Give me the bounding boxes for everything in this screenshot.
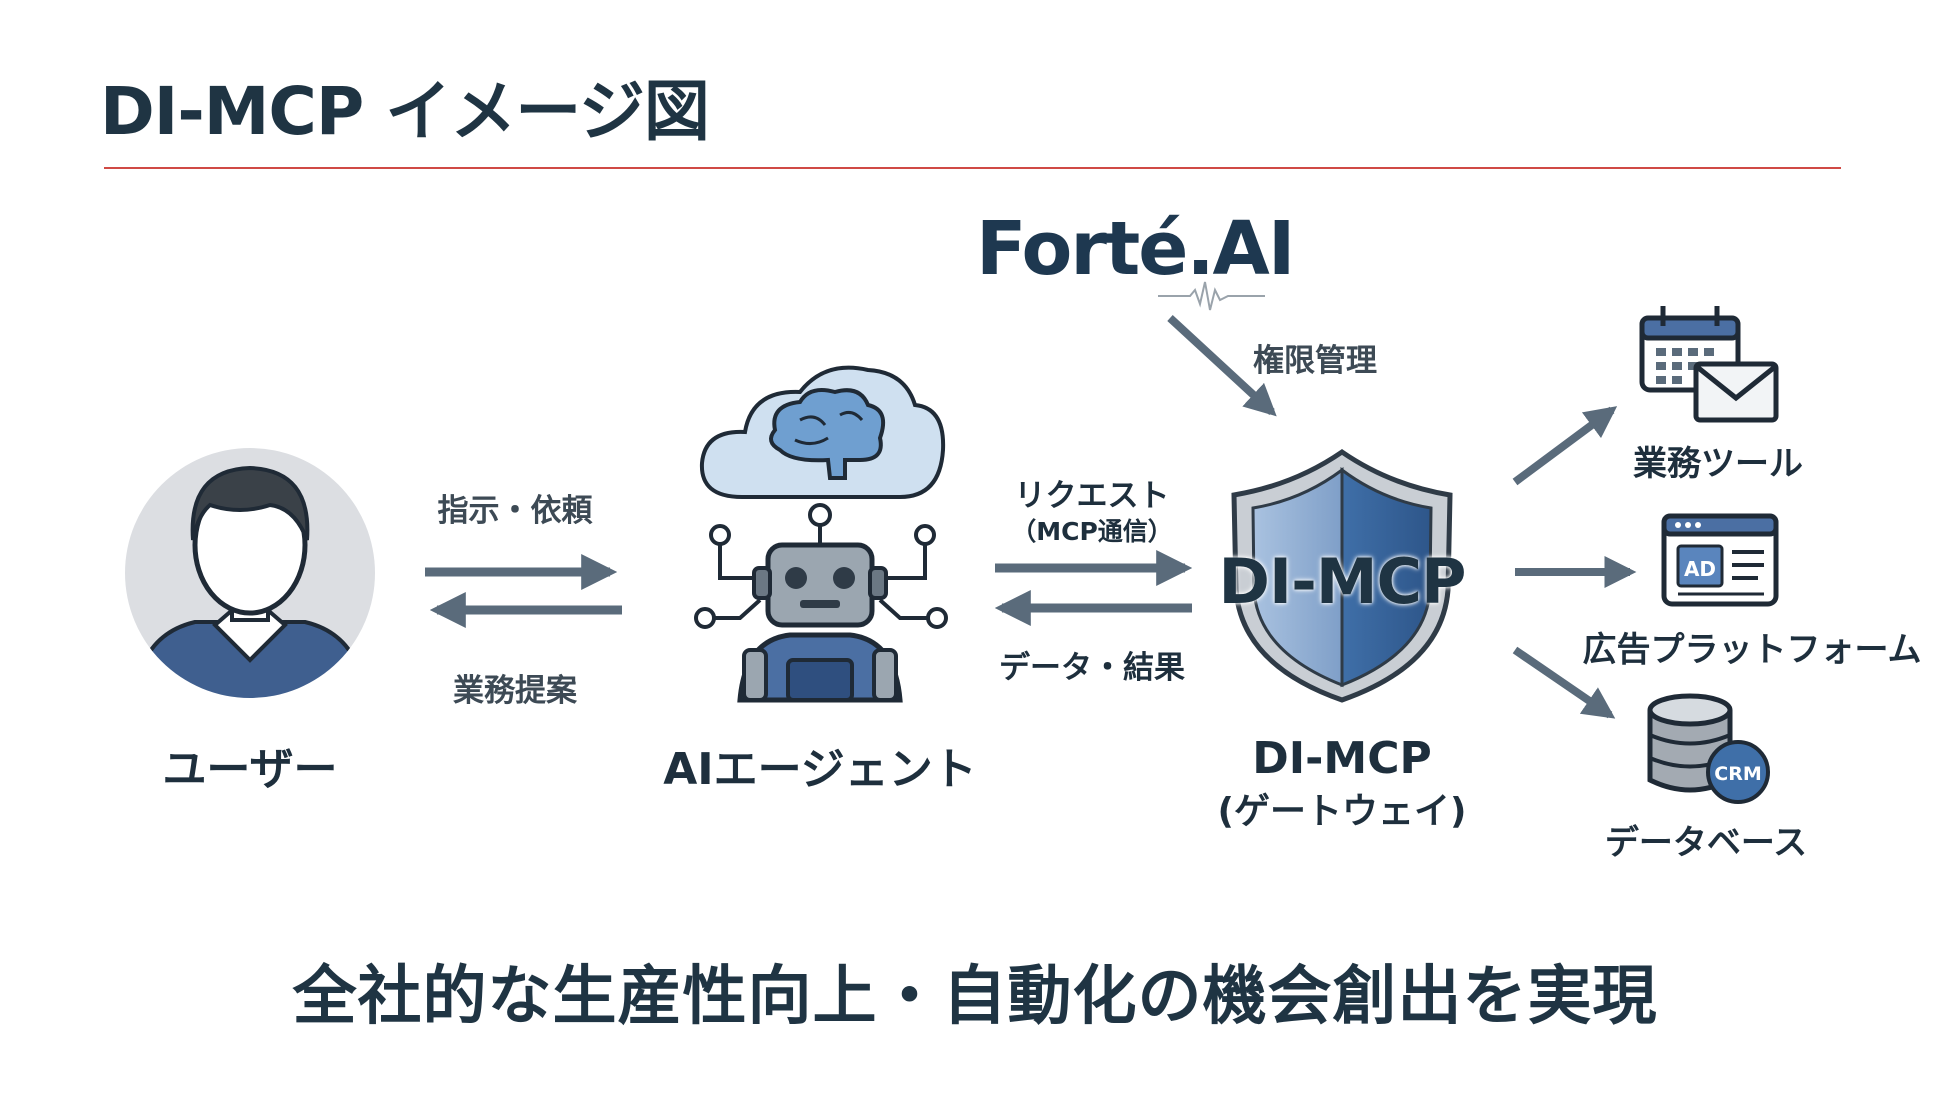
- label-gateway: DI-MCP: [1252, 733, 1432, 784]
- label-permission: 権限管理: [1253, 343, 1377, 379]
- arrow-permission: [1167, 315, 1277, 417]
- label-gateway-sub: (ゲートウェイ): [1217, 791, 1467, 832]
- label-instruction: 指示・依頼: [437, 493, 593, 529]
- label-agent: AIエージェント: [663, 744, 977, 795]
- user-avatar-icon: [125, 448, 375, 698]
- calendar-mail-icon: [1639, 306, 1779, 423]
- arrow-to-business-tools: [1512, 406, 1618, 486]
- label-request: リクエスト: [1014, 478, 1170, 514]
- label-user: ユーザー: [162, 744, 338, 795]
- label-database: データベース: [1604, 823, 1808, 863]
- brand-waveform-icon: [1158, 281, 1265, 311]
- ai-agent-robot-icon: [694, 365, 948, 703]
- shield-label: DI-MCP: [1218, 545, 1467, 618]
- label-business-tools: 業務ツール: [1633, 444, 1803, 484]
- crm-icon-label: CRM: [1714, 763, 1761, 785]
- arrow-to-database: [1512, 646, 1616, 719]
- database-crm-icon: CRM: [1647, 693, 1770, 804]
- title-divider: [104, 167, 1841, 169]
- slide-title: DI-MCP イメージ図: [100, 73, 710, 150]
- brand-logo: Forté.AI: [976, 206, 1295, 292]
- ad-icon-label: AD: [1684, 557, 1716, 581]
- label-result: データ・結果: [999, 650, 1185, 686]
- label-proposal: 業務提案: [453, 673, 577, 709]
- label-request-sub: （MCP通信）: [1011, 517, 1173, 546]
- ad-platform-icon: AD: [1661, 513, 1779, 607]
- tagline: 全社的な生産性向上・自動化の機会創出を実現: [292, 960, 1658, 1034]
- label-ad-platform: 広告プラットフォーム: [1582, 630, 1922, 670]
- di-mcp-shield-icon: [1231, 448, 1453, 703]
